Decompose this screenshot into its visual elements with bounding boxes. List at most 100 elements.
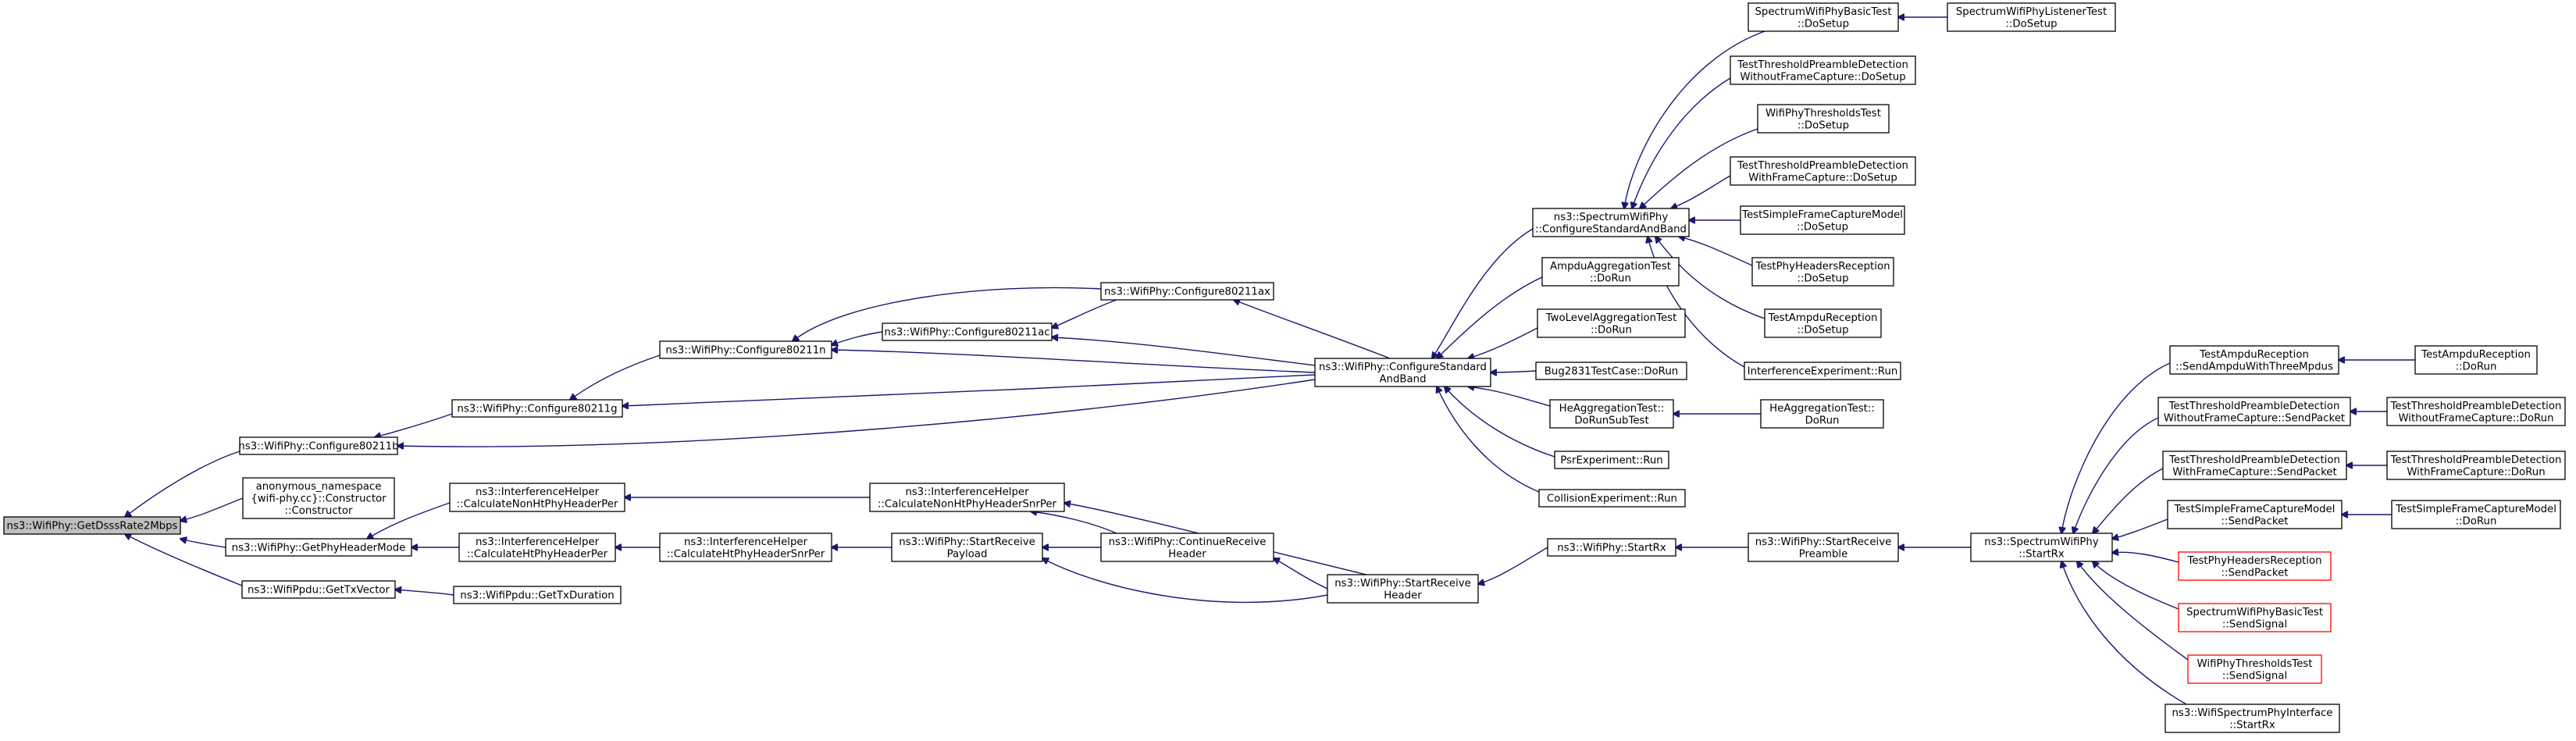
node-speclistener[interactable]: SpectrumWifiPhyListenerTest::DoSetup — [1947, 2, 2116, 32]
node-label: Header — [1168, 548, 1206, 560]
node-tampdu[interactable]: TestAmpduReception::DoSetup — [1764, 308, 1882, 338]
node-label: ::CalculateHtPhyHeaderSnrPer — [667, 548, 825, 560]
node-box — [1547, 538, 1676, 557]
node-tphr[interactable]: TestPhyHeadersReception::DoSetup — [1751, 257, 1894, 287]
node-box — [1532, 208, 1690, 237]
node-wpthreshSend[interactable]: WifiPhyThresholdsTest::SendSignal — [2187, 654, 2322, 684]
edge-tpdwoSend-to-spstartrx — [2073, 417, 2159, 533]
edge-contrecv-to-nonhtsnr — [1031, 511, 1117, 534]
node-box — [659, 340, 832, 359]
node-tpdwoRun[interactable]: TestThresholdPreambleDetectionWithoutFra… — [2386, 397, 2566, 426]
node-htper[interactable]: ns3::InterferenceHelper::CalculateHtPhyH… — [458, 533, 616, 562]
node-label: WithFrameCapture::SendPacket — [2172, 466, 2336, 478]
node-txvec[interactable]: ns3::WifiPpdu::GetTxVector — [241, 580, 396, 599]
node-tpdwoSend[interactable]: TestThresholdPreambleDetectionWithoutFra… — [2157, 397, 2351, 426]
node-box — [453, 586, 622, 604]
node-txdur[interactable]: ns3::WifiPpdu::GetTxDuration — [453, 586, 622, 604]
node-box — [2164, 704, 2340, 733]
node-tampduRun[interactable]: TestAmpduReception::DoRun — [2414, 345, 2538, 375]
node-box — [1100, 533, 1274, 562]
node-label: TestThresholdPreambleDetection — [2390, 454, 2562, 466]
node-startrx[interactable]: ns3::WifiPhy::StartRx — [1547, 538, 1676, 557]
node-label: ::ConfigureStandardAndBand — [1535, 223, 1687, 235]
node-heaggrun[interactable]: HeAggregationTest::DoRun — [1760, 399, 1884, 429]
node-label: TestPhyHeadersReception — [1755, 261, 1890, 273]
node-tampduSend[interactable]: TestAmpduReception::SendAmpduWithThreeMp… — [2169, 345, 2339, 375]
node-label: ns3::WifiPpdu::GetTxDuration — [460, 590, 614, 602]
node-htsnr[interactable]: ns3::InterferenceHelper::CalculateHtPhyH… — [659, 533, 832, 562]
node-label: SpectrumWifiPhyBasicTest — [2186, 607, 2323, 618]
node-label: Bug2831TestCase::DoRun — [1545, 366, 1678, 378]
node-box — [1554, 451, 1669, 469]
node-box — [2178, 551, 2332, 581]
node-box — [2162, 451, 2347, 480]
node-label: WifiPhyThresholdsTest — [1765, 108, 1881, 119]
node-label: ns3::WifiPhy::StartReceive — [1755, 536, 1892, 548]
node-box — [449, 483, 625, 512]
node-label: ns3::WifiPhy::GetPhyHeaderMode — [232, 543, 406, 554]
node-label: WithoutFrameCapture::SendPacket — [2164, 412, 2345, 424]
node-interfexp[interactable]: InterferenceExperiment::Run — [1744, 362, 1901, 380]
node-label: InterferenceExperiment::Run — [1748, 366, 1898, 378]
node-tsfcmRun[interactable]: TestSimpleFrameCaptureModel::DoRun — [2391, 500, 2561, 529]
node-specbasicSend[interactable]: SpectrumWifiPhyBasicTest::SendSignal — [2178, 603, 2332, 632]
node-cfg11ax[interactable]: ns3::WifiPhy::Configure80211ax — [1100, 282, 1274, 301]
node-nonhtper[interactable]: ns3::InterferenceHelper::CalculateNonHtP… — [449, 483, 625, 512]
node-tpdwith[interactable]: TestThresholdPreambleDetectionWithFrameC… — [1730, 156, 1916, 186]
node-bug2831[interactable]: Bug2831TestCase::DoRun — [1535, 362, 1687, 380]
node-label: WithFrameCapture::DoSetup — [1748, 172, 1897, 183]
node-cfgstd[interactable]: ns3::WifiPhy::ConfigureStandardAndBand — [1314, 358, 1491, 387]
node-cfg11ac[interactable]: ns3::WifiPhy::Configure80211ac — [882, 322, 1053, 341]
node-box — [1541, 257, 1680, 287]
edge-specbasic-to-spcfgstd — [1624, 30, 1765, 208]
node-label: ns3::SpectrumWifiPhy — [1554, 212, 1669, 223]
node-tsfcm[interactable]: TestSimpleFrameCaptureModel::DoSetup — [1740, 205, 1905, 235]
node-cfg11n[interactable]: ns3::WifiPhy::Configure80211n — [659, 340, 832, 359]
node-tsfcmSend[interactable]: TestSimpleFrameCaptureModel::SendPacket — [2167, 500, 2343, 529]
node-hdrmode[interactable]: ns3::WifiPhy::GetPhyHeaderMode — [225, 538, 412, 557]
node-tpdwithout[interactable]: TestThresholdPreambleDetectionWithoutFra… — [1730, 55, 1916, 85]
node-wpthresh[interactable]: WifiPhyThresholdsTest::DoSetup — [1757, 104, 1890, 134]
node-box — [869, 483, 1065, 512]
node-cfg11g[interactable]: ns3::WifiPhy::Configure80211g — [451, 399, 623, 418]
edge-tpdwithout-to-spcfgstd — [1632, 77, 1731, 208]
node-cfg11b[interactable]: ns3::WifiPhy::Configure80211b — [238, 436, 399, 455]
node-collexp[interactable]: CollisionExperiment::Run — [1538, 489, 1686, 508]
node-label: ns3::WifiPhy::StartReceive — [899, 536, 1035, 548]
node-spcfgstd[interactable]: ns3::SpectrumWifiPhy::ConfigureStandardA… — [1532, 208, 1690, 237]
node-tpdwRun[interactable]: TestThresholdPreambleDetectionWithFrameC… — [2386, 451, 2566, 480]
node-label: CollisionExperiment::Run — [1547, 493, 1677, 505]
node-box — [458, 533, 616, 562]
edge-cfgstd-to-cfg11n — [832, 350, 1316, 373]
node-tphrSend[interactable]: TestPhyHeadersReception::SendPacket — [2178, 551, 2332, 581]
node-specbasic[interactable]: SpectrumWifiPhyBasicTest::DoSetup — [1748, 2, 1899, 32]
node-box — [659, 533, 832, 562]
node-label: ::SendAmpduWithThreeMpdus — [2175, 361, 2333, 372]
node-label: WifiPhyThresholdsTest — [2197, 658, 2313, 670]
node-heaggsub[interactable]: HeAggregationTest::DoRunSubTest — [1549, 399, 1674, 429]
edge-tpdwSend-to-spstartrx — [2093, 468, 2164, 533]
edge-twolevel-to-cfgstd — [1468, 327, 1538, 358]
node-label: AndBand — [1379, 373, 1426, 385]
node-box — [1730, 55, 1916, 85]
node-anon[interactable]: anonymous_namespace{wifi-phy.cc}::Constr… — [242, 477, 395, 519]
node-tpdwSend[interactable]: TestThresholdPreambleDetectionWithFrameC… — [2162, 451, 2347, 480]
node-label: ::CalculateNonHtPhyHeaderSnrPer — [878, 498, 1057, 510]
node-ampduagg[interactable]: AmpduAggregationTest::DoRun — [1541, 257, 1680, 287]
node-twolevel[interactable]: TwoLevelAggregationTest::DoRun — [1537, 308, 1686, 338]
node-wsiStartRx[interactable]: ns3::WifiSpectrumPhyInterface::StartRx — [2164, 704, 2340, 733]
edge-cfg11b-to-root — [125, 451, 240, 517]
node-label: ::SendSignal — [2222, 670, 2287, 682]
node-box — [2386, 451, 2566, 480]
edge-starthdr-to-contrecv — [1274, 558, 1328, 590]
node-root[interactable]: ns3::WifiPhy::GetDsssRate2Mbps — [3, 516, 181, 535]
node-spstartrx[interactable]: ns3::SpectrumWifiPhy::StartRx — [1970, 533, 2113, 562]
node-nonhtsnr[interactable]: ns3::InterferenceHelper::CalculateNonHtP… — [869, 483, 1065, 512]
node-label: WithoutFrameCapture::DoRun — [2398, 412, 2553, 424]
node-psrexp[interactable]: PsrExperiment::Run — [1554, 451, 1669, 469]
edge-psrexp-to-cfgstd — [1445, 387, 1555, 458]
